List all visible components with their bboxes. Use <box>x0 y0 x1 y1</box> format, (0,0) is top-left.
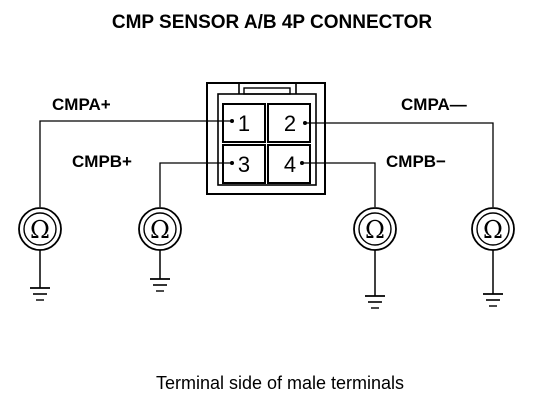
wire-cmpb-plus <box>159 162 232 207</box>
ohmmeter-icon <box>471 207 515 251</box>
ground-1 <box>30 250 50 301</box>
connector-lock-slot <box>243 87 291 95</box>
connector-lock-tab <box>238 82 297 94</box>
ohmmeter-icon <box>138 207 182 251</box>
ground-icon <box>30 287 50 301</box>
signal-label-cmpa-plus: CMPA+ <box>52 95 111 114</box>
ground-4 <box>483 250 503 307</box>
pin-1-cell <box>222 103 266 143</box>
probe-tip-cmpa-minus <box>303 121 307 125</box>
connector-4p <box>206 82 326 195</box>
ohm-symbol: Ω <box>483 216 503 244</box>
pin-4-number: 4 <box>284 152 296 177</box>
pin-3-cell <box>222 144 266 184</box>
pin-4-cell <box>267 144 311 184</box>
probe-tip-cmpa-plus <box>230 119 234 123</box>
pin-2-number: 2 <box>284 111 296 136</box>
ohm-symbol: Ω <box>365 216 385 244</box>
ground-2 <box>150 250 170 292</box>
wire-cmpb-minus <box>302 162 376 207</box>
probe-tip-cmpb-plus <box>230 161 234 165</box>
signal-label-cmpa-minus: CMPA— <box>401 95 467 114</box>
ground-icon <box>150 278 170 292</box>
ground-3 <box>365 250 385 309</box>
ohmmeter-3: Ω <box>353 207 397 251</box>
signal-label-cmpb-minus: CMPB− <box>386 152 446 171</box>
ohmmeter-2: Ω <box>138 207 182 251</box>
diagram-caption: Terminal side of male terminals <box>156 373 404 393</box>
ohmmeter-icon <box>353 207 397 251</box>
pin-3-number: 3 <box>238 152 250 177</box>
diagram-title: CMP SENSOR A/B 4P CONNECTOR <box>112 12 433 33</box>
ohmmeter-1: Ω <box>18 207 62 251</box>
signal-label-cmpb-plus: CMPB+ <box>72 152 132 171</box>
wire-cmpa-minus <box>305 122 494 207</box>
ohm-symbol: Ω <box>150 216 170 244</box>
ohmmeter-4: Ω <box>471 207 515 251</box>
wire-cmpa-plus <box>39 120 232 207</box>
probe-tip-cmpb-minus <box>300 161 304 165</box>
pin-1-number: 1 <box>238 111 250 136</box>
ohm-symbol: Ω <box>30 216 50 244</box>
ground-icon <box>483 293 503 307</box>
ground-icon <box>365 295 385 309</box>
